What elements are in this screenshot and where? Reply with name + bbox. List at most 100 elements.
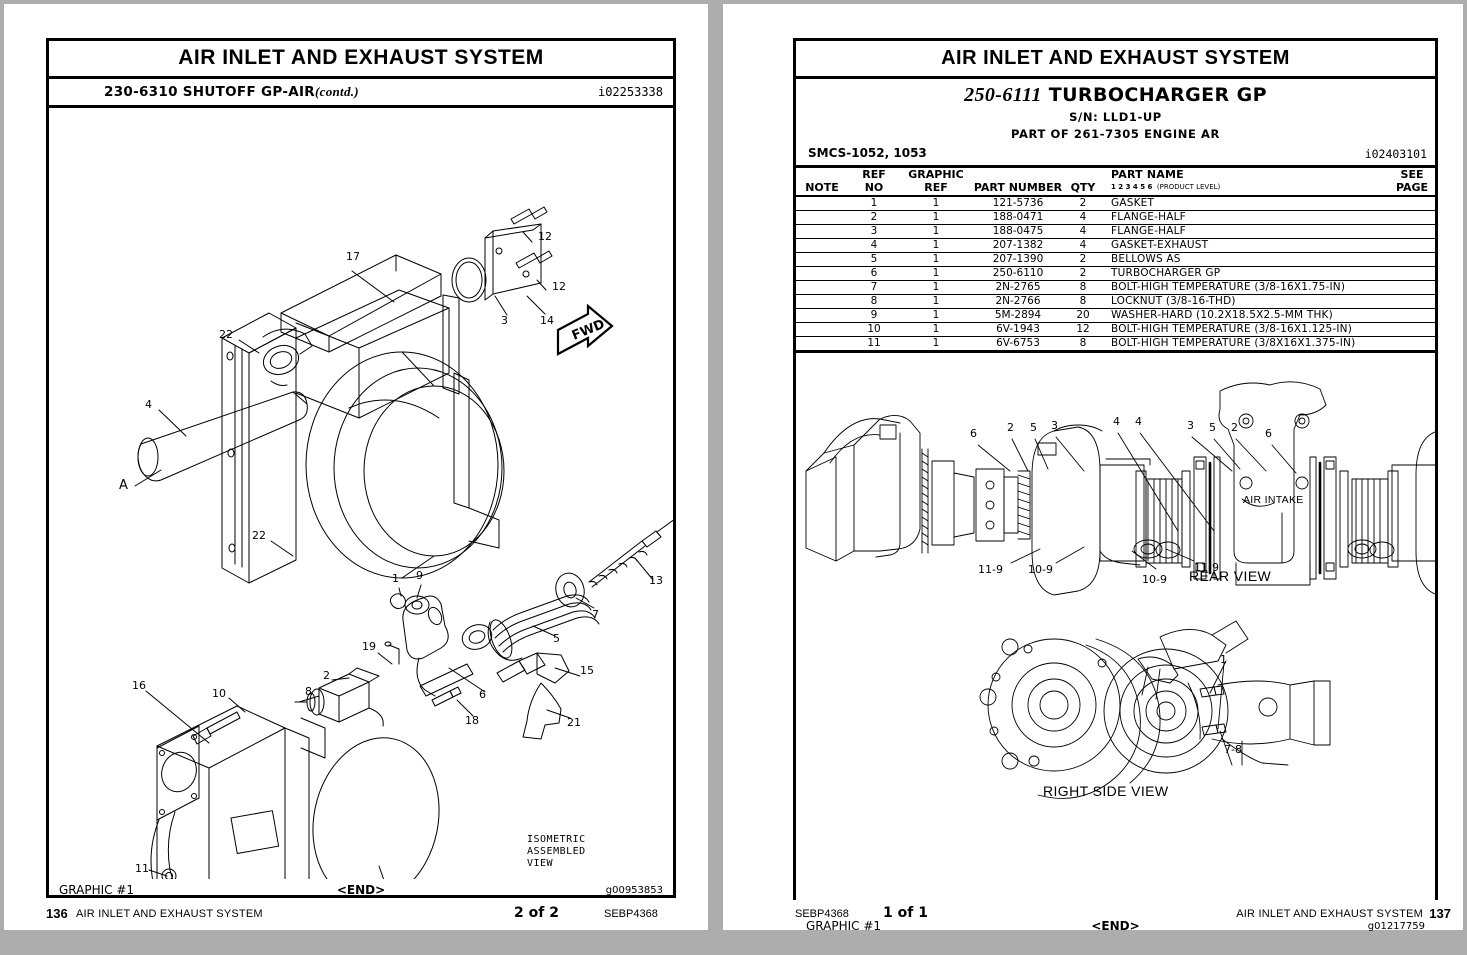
col-graphic-ref-line1: GRAPHIC <box>908 168 964 181</box>
callout-7-8-rsv: 7-8 <box>1224 743 1242 756</box>
table-row[interactable]: 3 1 188-0475 4 FLANGE-HALF <box>796 224 1435 239</box>
cell-note <box>796 336 848 353</box>
col-note: NOTE <box>796 168 848 197</box>
callout-11-9-left: 11-9 <box>978 563 1003 576</box>
cell-qty: 2 <box>1064 196 1102 211</box>
callout-1-rsv: 1 <box>1220 653 1227 666</box>
cell-part-number: 207-1382 <box>972 238 1064 253</box>
table-row[interactable]: 11 1 6V-6753 8 BOLT-HIGH TEMPERATURE (3/… <box>796 336 1435 353</box>
cell-graphic-ref: 1 <box>900 266 972 281</box>
cell-note <box>796 196 848 211</box>
cell-note <box>796 266 848 281</box>
table-row[interactable]: 2 1 188-0471 4 FLANGE-HALF <box>796 210 1435 225</box>
right-smcs-row: SMCS-1052, 1053 i02403101 <box>796 143 1435 168</box>
callout-16: 16 <box>132 679 146 692</box>
cell-graphic-ref: 1 <box>900 210 972 225</box>
cell-part-number: 2N-2766 <box>972 294 1064 309</box>
table-row[interactable]: 4 1 207-1382 4 GASKET-EXHAUST <box>796 238 1435 253</box>
callout-11: 11 <box>135 862 149 875</box>
table-row[interactable]: 5 1 207-1390 2 BELLOWS AS <box>796 252 1435 267</box>
table-row[interactable]: 10 1 6V-1943 12 BOLT-HIGH TEMPERATURE (3… <box>796 322 1435 337</box>
callout-13: 13 <box>649 574 663 587</box>
cell-part-name: GASKET-EXHAUST <box>1102 238 1389 253</box>
right-page-frame: AIR INLET AND EXHAUST SYSTEM 250-6111 TU… <box>793 38 1438 933</box>
table-row[interactable]: 9 1 5M-2894 20 WASHER-HARD (10.2X18.5X2.… <box>796 308 1435 323</box>
cell-graphic-ref: 1 <box>900 336 972 353</box>
left-group-label: 230-6310 SHUTOFF GP-AIR(contd.) <box>104 84 359 100</box>
table-row[interactable]: 7 1 2N-2765 8 BOLT-HIGH TEMPERATURE (3/8… <box>796 280 1435 295</box>
product-level-text: (PRODUCT LEVEL) <box>1156 183 1221 191</box>
cell-qty: 2 <box>1064 252 1102 267</box>
cell-note <box>796 280 848 295</box>
cell-note <box>796 252 848 267</box>
cell-part-number: 6V-6753 <box>972 336 1064 353</box>
col-qty: QTY <box>1064 168 1102 197</box>
cell-part-number: 6V-1943 <box>972 322 1064 337</box>
callout-11-9-right: 11-9 <box>1194 561 1219 574</box>
table-row[interactable]: 6 1 250-6110 2 TURBOCHARGER GP <box>796 266 1435 281</box>
cell-part-number: 207-1390 <box>972 252 1064 267</box>
callout-4-left: 4 <box>1113 415 1120 428</box>
cell-qty: 8 <box>1064 336 1102 353</box>
table-row[interactable]: 8 1 2N-2766 8 LOCKNUT (3/8-16-THD) <box>796 294 1435 309</box>
cell-graphic-ref: 1 <box>900 252 972 267</box>
left-page-number: 136 <box>46 906 68 921</box>
parts-table-body: 1 1 121-5736 2 GASKET 2 1 188-0471 4 FLA… <box>796 196 1435 353</box>
cell-ref-no: 1 <box>848 196 900 211</box>
cell-see-page <box>1389 294 1435 309</box>
col-product-level: 1 2 3 4 5 6 (PRODUCT LEVEL) <box>1111 181 1389 194</box>
callout-6-right: 6 <box>1265 427 1272 440</box>
parts-table-header-row: NOTE REF NO GRAPHIC REF PART NUMBER QTY … <box>796 168 1435 197</box>
cell-graphic-ref: 1 <box>900 280 972 295</box>
cell-graphic-ref: 1 <box>900 238 972 253</box>
callout-21: 21 <box>567 716 581 729</box>
parts-table: NOTE REF NO GRAPHIC REF PART NUMBER QTY … <box>796 168 1435 353</box>
cell-ref-no: 2 <box>848 210 900 225</box>
callout-12-b: 12 <box>552 280 566 293</box>
callout-18: 18 <box>465 714 479 727</box>
right-group-title: 250-6111 TURBOCHARGER GP <box>796 84 1435 107</box>
right-graphic-number: g01217759 <box>1367 921 1425 932</box>
cell-note <box>796 322 848 337</box>
cell-see-page <box>1389 210 1435 225</box>
cell-qty: 4 <box>1064 210 1102 225</box>
callout-12-a: 12 <box>538 230 552 243</box>
col-see-page: SEE PAGE <box>1389 168 1435 197</box>
left-graphic-label: GRAPHIC #1 <box>59 883 135 897</box>
cell-ref-no: 5 <box>848 252 900 267</box>
cell-see-page <box>1389 252 1435 267</box>
cell-note <box>796 294 848 309</box>
col-ref-no-line2: NO <box>864 181 884 194</box>
col-see-page-line2: PAGE <box>1395 181 1429 194</box>
cell-part-name: FLANGE-HALF <box>1102 224 1389 239</box>
cell-ref-no: 3 <box>848 224 900 239</box>
right-sheet-indicator: 1 of 1 <box>883 905 928 921</box>
callout-14: 14 <box>540 314 554 327</box>
cell-qty: 4 <box>1064 224 1102 239</box>
col-graphic-ref: GRAPHIC REF <box>900 168 972 197</box>
cell-part-name: BELLOWS AS <box>1102 252 1389 267</box>
callout-8: 8 <box>305 685 312 698</box>
product-level-digits: 1 2 3 4 5 6 <box>1111 183 1153 191</box>
callout-7: 7 <box>592 608 599 621</box>
callout-19: 19 <box>362 640 376 653</box>
turbocharger-exploded-drawing <box>805 381 1435 799</box>
cell-note <box>796 224 848 239</box>
cell-part-name: FLANGE-HALF <box>1102 210 1389 225</box>
cell-ref-no: 6 <box>848 266 900 281</box>
table-row[interactable]: 1 1 121-5736 2 GASKET <box>796 196 1435 211</box>
callout-10-9-right: 10-9 <box>1142 573 1167 586</box>
right-serial-range: S/N: LLD1-UP <box>1069 110 1162 124</box>
right-smcs-code: SMCS-1052, 1053 <box>808 146 927 160</box>
cell-ref-no: 8 <box>848 294 900 309</box>
cell-ref-no: 7 <box>848 280 900 295</box>
left-sheet-indicator: 2 of 2 <box>514 905 559 921</box>
cell-part-number: 121-5736 <box>972 196 1064 211</box>
col-part-name-title: PART NAME <box>1111 168 1184 181</box>
callout-3-right: 3 <box>1187 419 1194 432</box>
col-see-page-line1: SEE <box>1400 168 1424 181</box>
cell-part-name: BOLT-HIGH TEMPERATURE (3/8-16X1.75-IN) <box>1102 280 1389 295</box>
right-group-title-block: 250-6111 TURBOCHARGER GP S/N: LLD1-UP PA… <box>796 79 1435 143</box>
cell-part-name: WASHER-HARD (10.2X18.5X2.5-MM THK) <box>1102 308 1389 323</box>
left-group-number: 230-6310 <box>104 84 178 100</box>
